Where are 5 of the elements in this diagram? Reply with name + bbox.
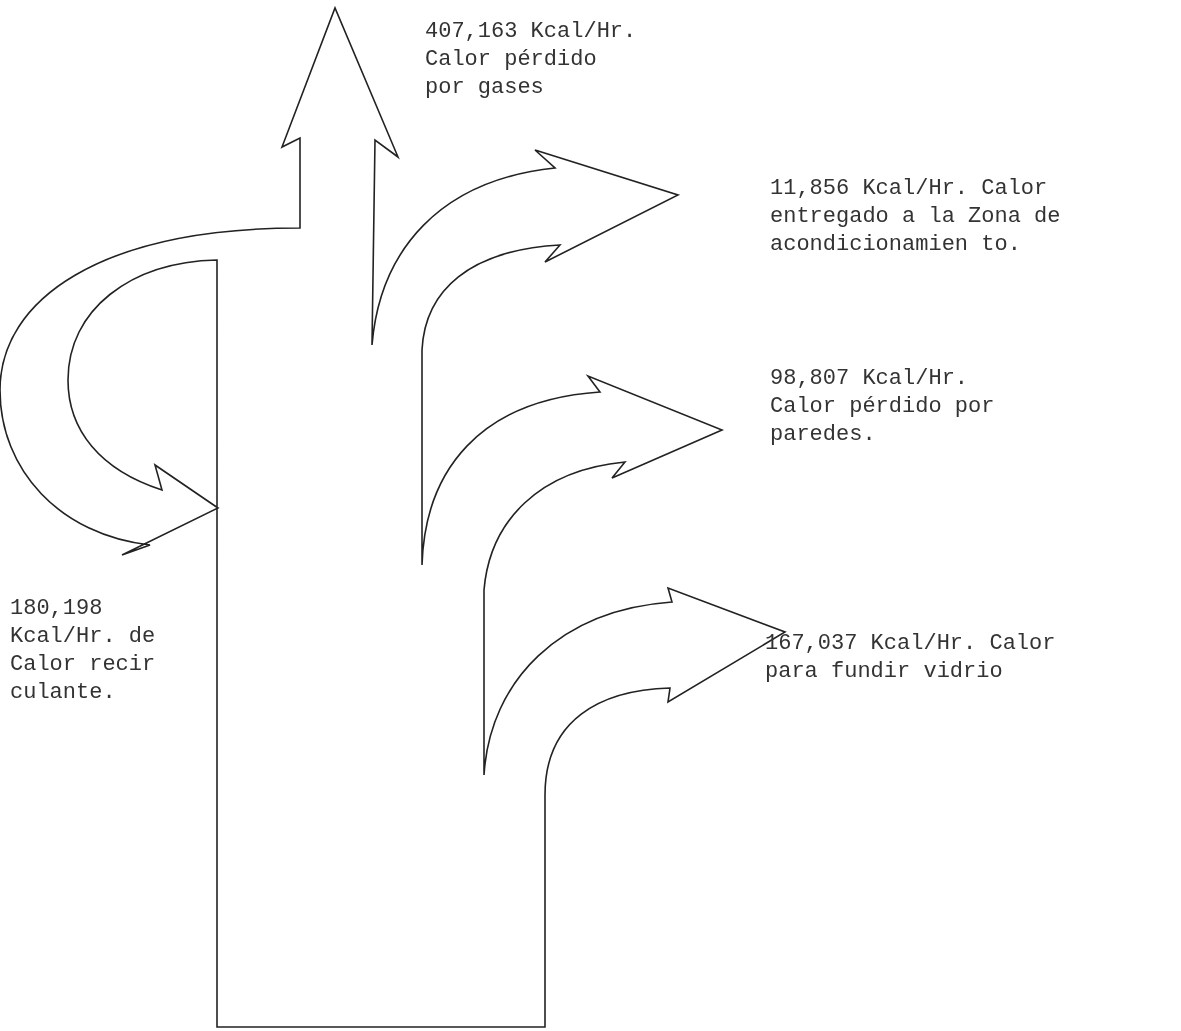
flow-label: 11,856 Kcal/Hr. Calor entregado a la Zona de acondicionamien to.: [770, 175, 1062, 259]
flow-label: 98,807 Kcal/Hr. Calor pérdido por paredes.: [770, 365, 995, 449]
flow-label: 167,037 Kcal/Hr. Calor para fundir vidrio: [765, 630, 1057, 686]
flow-label: 407,163 Kcal/Hr. Calor pérdido por gases: [425, 18, 637, 102]
flow-label: 180,198 Kcal/Hr. de Calor recir culante.: [10, 595, 156, 707]
